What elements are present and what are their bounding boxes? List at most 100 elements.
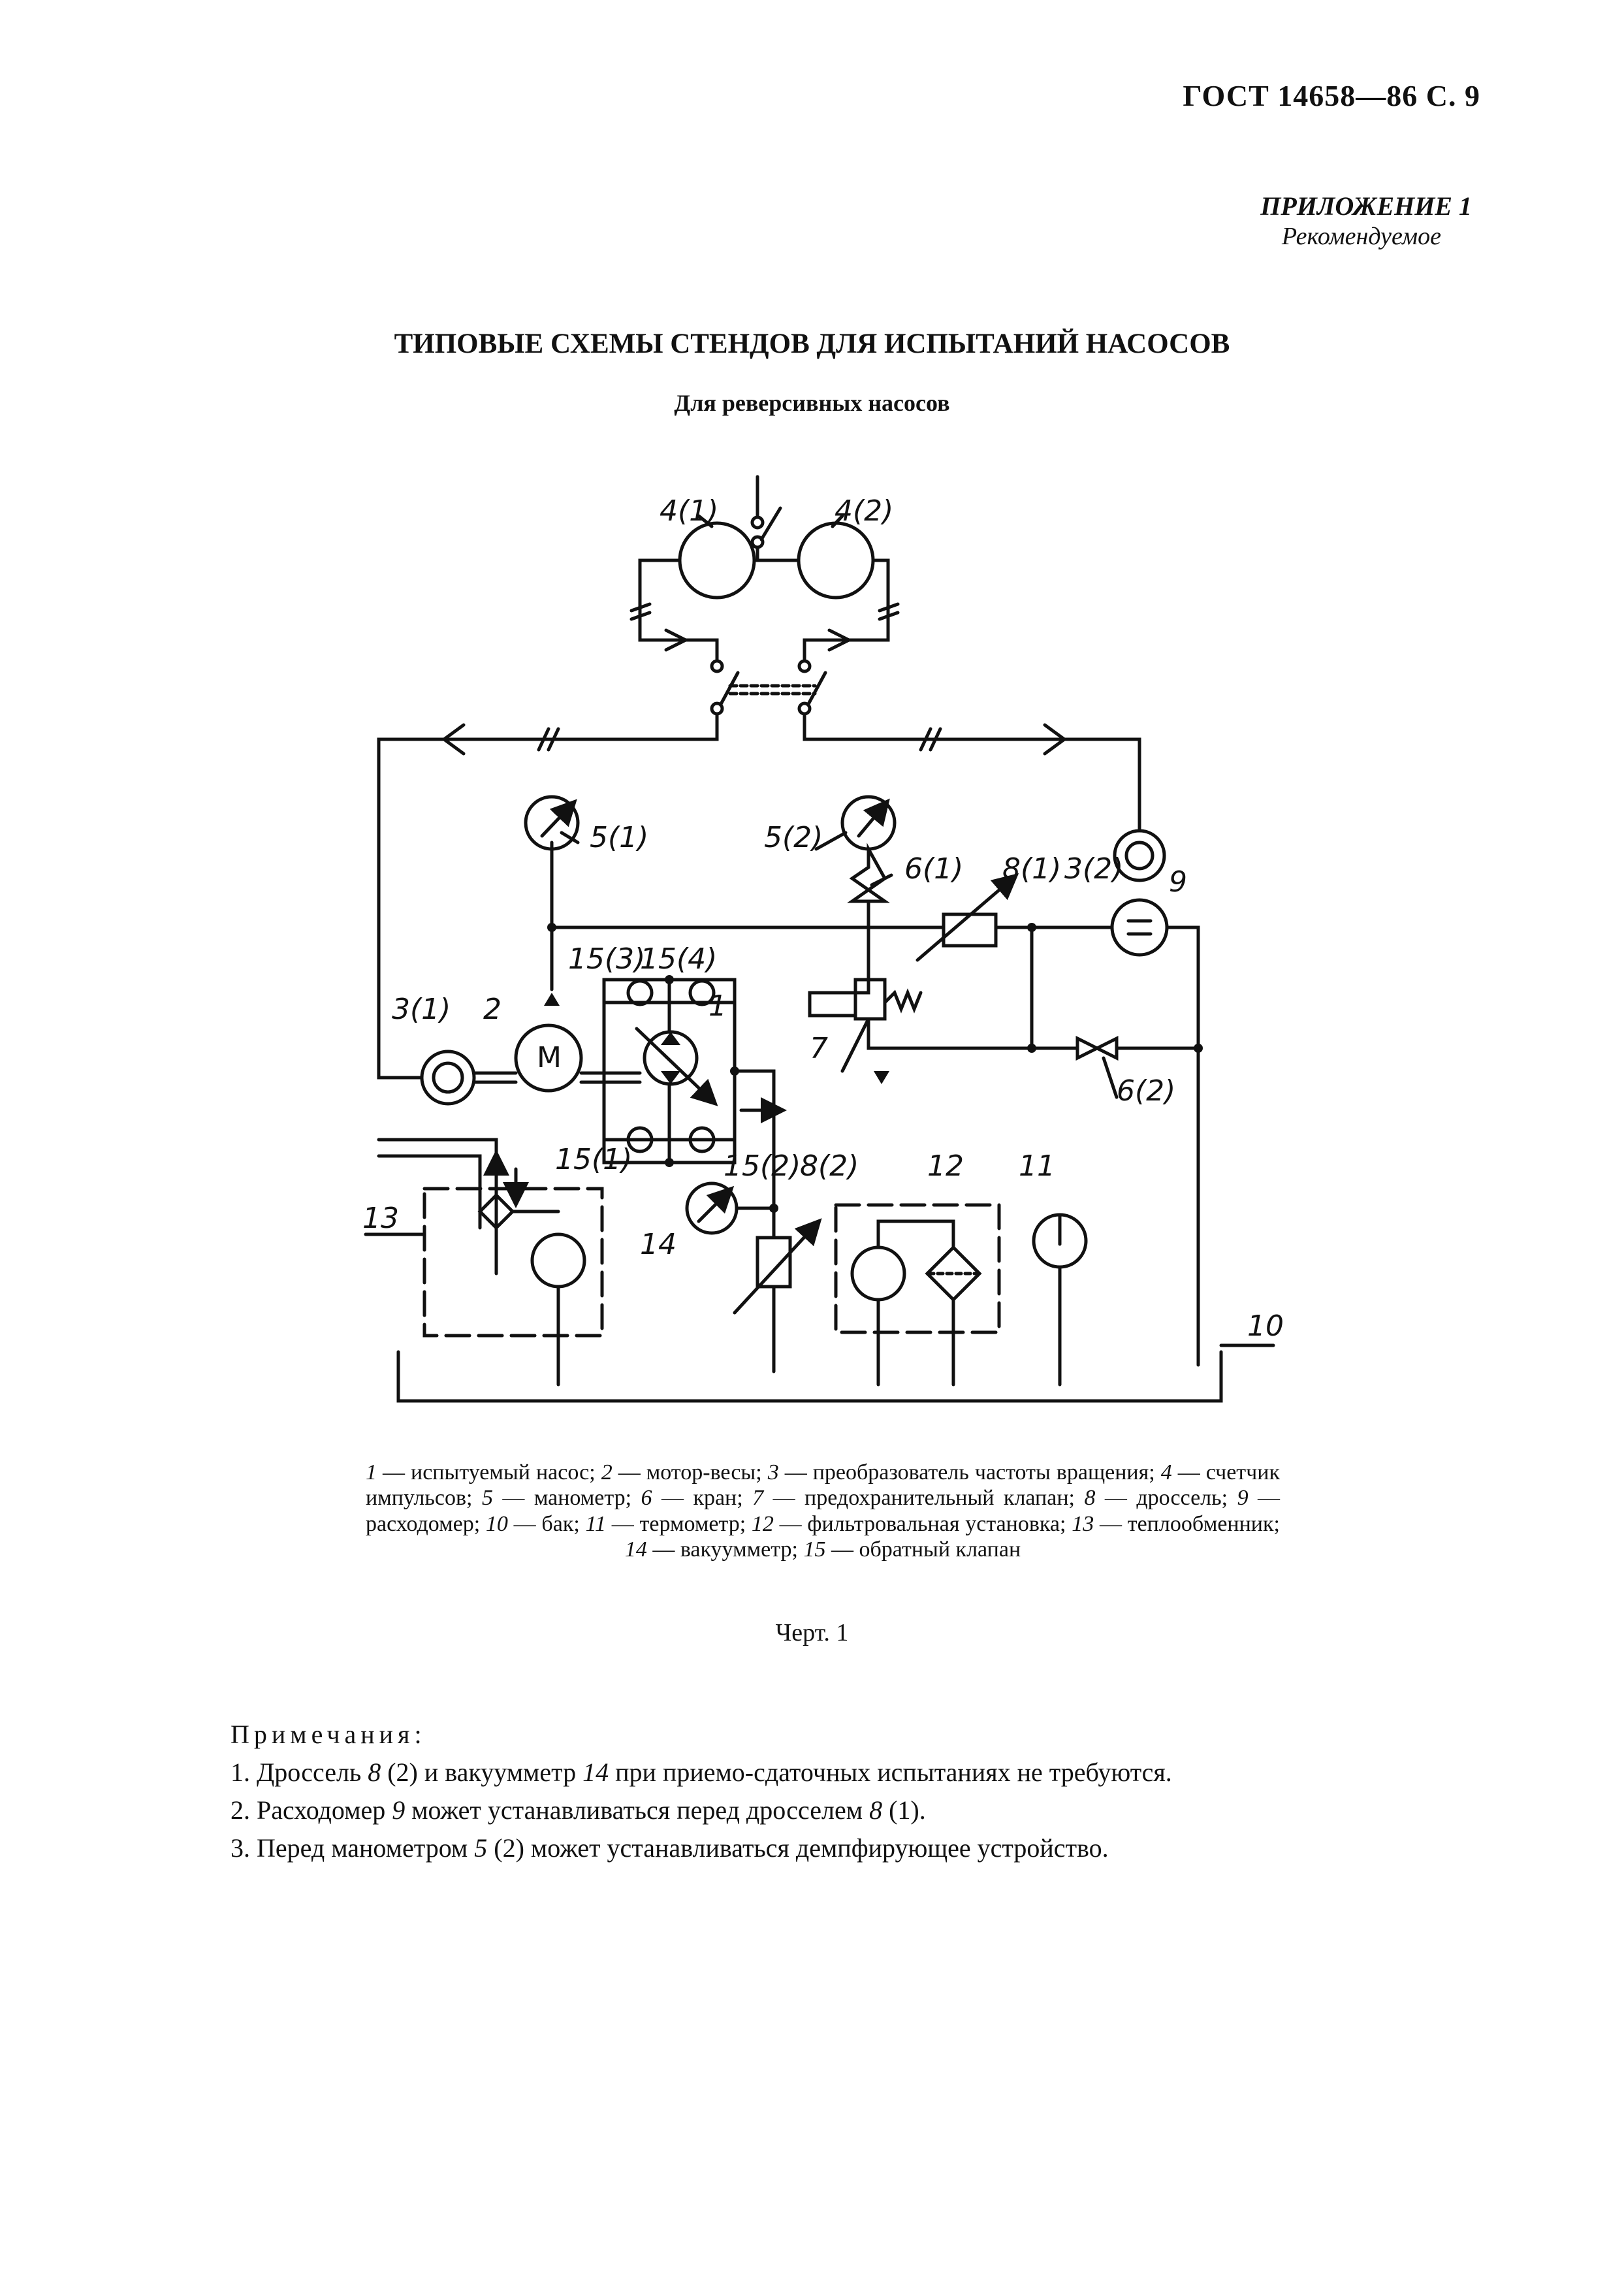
counter-4-2: [797, 521, 875, 600]
legend-item: 2 — мотор-весы;: [601, 1460, 768, 1485]
note-part-n: 3.: [231, 1833, 257, 1863]
legend-item-number: 14: [624, 1537, 647, 1562]
speed-sensor-3-1: [420, 1050, 476, 1106]
figure-caption: Черт. 1: [775, 1619, 849, 1646]
label-15-1: 15(1): [555, 1143, 632, 1176]
legend-item-number: 12: [751, 1511, 774, 1536]
counter-4-1: [678, 521, 756, 600]
legend-item: 10 — бак;: [486, 1512, 586, 1536]
legend-item: 4 — счетчик импульсов;: [366, 1460, 1280, 1510]
note-part-c: (2) и вакуумметр: [381, 1757, 583, 1787]
legend-item: 5 — манометр;: [482, 1486, 641, 1510]
label-15-3: 15(3): [568, 942, 645, 976]
note-part-e: (1).: [882, 1795, 926, 1825]
legend-item: 1 — испытуемый насос;: [366, 1460, 601, 1485]
label-13: 13: [362, 1202, 399, 1235]
note-part-c: может устанавливаться перед дросселем: [405, 1795, 870, 1825]
legend-item-number: 8: [1084, 1486, 1096, 1511]
legend-item-text: — бак;: [507, 1511, 586, 1536]
note-part-d: 8: [869, 1795, 883, 1825]
legend-item: 12 — фильтровальная установка;: [752, 1512, 1072, 1536]
label-12: 12: [927, 1149, 964, 1183]
notes-section: Примечания: 1. Дроссель 8 (2) и вакуумме…: [231, 1716, 1172, 1867]
motor-scales: [514, 1023, 583, 1093]
note-part-b: 5: [474, 1833, 488, 1863]
note-part-b: 8: [368, 1757, 381, 1787]
legend-item-number: 4: [1160, 1460, 1172, 1485]
note-part-n: 2.: [231, 1795, 257, 1825]
document-title: ТИПОВЫЕ СХЕМЫ СТЕНДОВ ДЛЯ ИСПЫТАНИЙ НАСО…: [394, 329, 1230, 359]
label-6-2: 6(2): [1117, 1074, 1175, 1108]
note-part-a: Дроссель: [257, 1757, 368, 1787]
appendix-status: Рекомендуемое: [1281, 223, 1441, 250]
legend-item-text: — расходомер;: [366, 1486, 1281, 1536]
legend-item-text: — испытуемый насос;: [377, 1460, 601, 1485]
page-number: ГОСТ 14658—86 С. 9: [1183, 79, 1480, 112]
legend-item-number: 1: [366, 1460, 377, 1485]
manometer-5-1: [524, 795, 580, 851]
tank: [396, 1350, 1223, 1403]
legend-item-text: — термометр;: [606, 1511, 752, 1536]
note-item: 2. Расходомер 9 может устанавливаться пе…: [231, 1791, 1172, 1829]
legend-item-number: 13: [1072, 1511, 1094, 1536]
label-8-1: 8(1): [1002, 852, 1061, 886]
label-4-2: 4(2): [835, 494, 893, 528]
appendix-label: ПРИЛОЖЕНИЕ 1: [1260, 191, 1472, 221]
label-6-1: 6(1): [904, 852, 963, 886]
legend-item-text: — счетчик импульсов;: [366, 1460, 1280, 1511]
legend-item-number: 7: [752, 1486, 764, 1511]
speed-sensor-3-2: [1113, 829, 1166, 882]
label-5-2: 5(2): [764, 821, 823, 854]
legend-item-text: — дроссель;: [1095, 1486, 1237, 1511]
note-part-b: 9: [392, 1795, 406, 1825]
legend-item-text: — фильтровальная установка;: [773, 1511, 1072, 1536]
legend-item-number: 6: [641, 1486, 652, 1511]
label-9: 9: [1169, 865, 1187, 899]
legend-item-number: 3: [767, 1460, 779, 1485]
legend-item-text: — кран;: [652, 1486, 753, 1511]
throttle-8-2: [756, 1236, 792, 1289]
label-7: 7: [810, 1032, 828, 1065]
label-15-2: 15(2): [724, 1149, 801, 1183]
legend-item-text: — теплообменник;: [1094, 1511, 1280, 1536]
label-10: 10: [1247, 1309, 1284, 1343]
legend-item-number: 11: [585, 1511, 607, 1536]
legend-item-text: — обратный клапан: [825, 1537, 1021, 1562]
label-8-2: 8(2): [800, 1149, 859, 1183]
legend-item-number: 5: [481, 1486, 493, 1511]
label-14: 14: [640, 1228, 677, 1261]
note-part-n: 1.: [231, 1757, 257, 1787]
legend-item-number: 10: [485, 1511, 508, 1536]
note-item: 3. Перед манометром 5 (2) может устанавл…: [231, 1829, 1172, 1867]
document-subtitle: Для реверсивных насосов: [674, 390, 950, 416]
label-motor: M: [537, 1041, 562, 1074]
label-2: 2: [483, 993, 502, 1026]
legend-item-text: — предохранительный клапан;: [763, 1486, 1085, 1511]
legend-item: 14 — вакуумметр;: [625, 1537, 804, 1562]
legend-item-number: 9: [1237, 1486, 1249, 1511]
note-item: 1. Дроссель 8 (2) и вакуумметр 14 при пр…: [231, 1754, 1172, 1791]
label-1: 1: [709, 989, 727, 1023]
label-5-1: 5(1): [590, 821, 648, 854]
label-3-1: 3(1): [392, 993, 451, 1026]
legend-item-number: 15: [803, 1537, 826, 1562]
legend-item: 9 — расходомер;: [366, 1486, 1280, 1535]
legend-item: 6 — кран;: [641, 1486, 753, 1510]
label-15-4: 15(4): [640, 942, 717, 976]
note-part-a: Перед манометром: [257, 1833, 475, 1863]
notes-title: Примечания:: [231, 1720, 426, 1749]
flowmeter: [1110, 898, 1169, 957]
note-part-d: 14: [582, 1757, 609, 1787]
legend-item: 15 — обратный клапан: [803, 1537, 1021, 1562]
legend-item-number: 2: [601, 1460, 613, 1485]
label-4-1: 4(1): [660, 494, 718, 528]
legend-item: 7 — предохранительный клапан;: [752, 1486, 1084, 1510]
figure-legend: 1 — испытуемый насос; 2 — мотор-весы; 3 …: [366, 1460, 1280, 1563]
notes-list: 1. Дроссель 8 (2) и вакуумметр 14 при пр…: [231, 1754, 1172, 1867]
legend-item-text: — манометр;: [492, 1486, 641, 1511]
note-part-e: при приемо-сдаточных испытаниях не требу…: [609, 1757, 1172, 1787]
legend-item-text: — вакуумметр;: [646, 1537, 804, 1562]
label-11: 11: [1019, 1149, 1055, 1183]
legend-item-text: — преобразователь частоты вращения;: [778, 1460, 1161, 1485]
